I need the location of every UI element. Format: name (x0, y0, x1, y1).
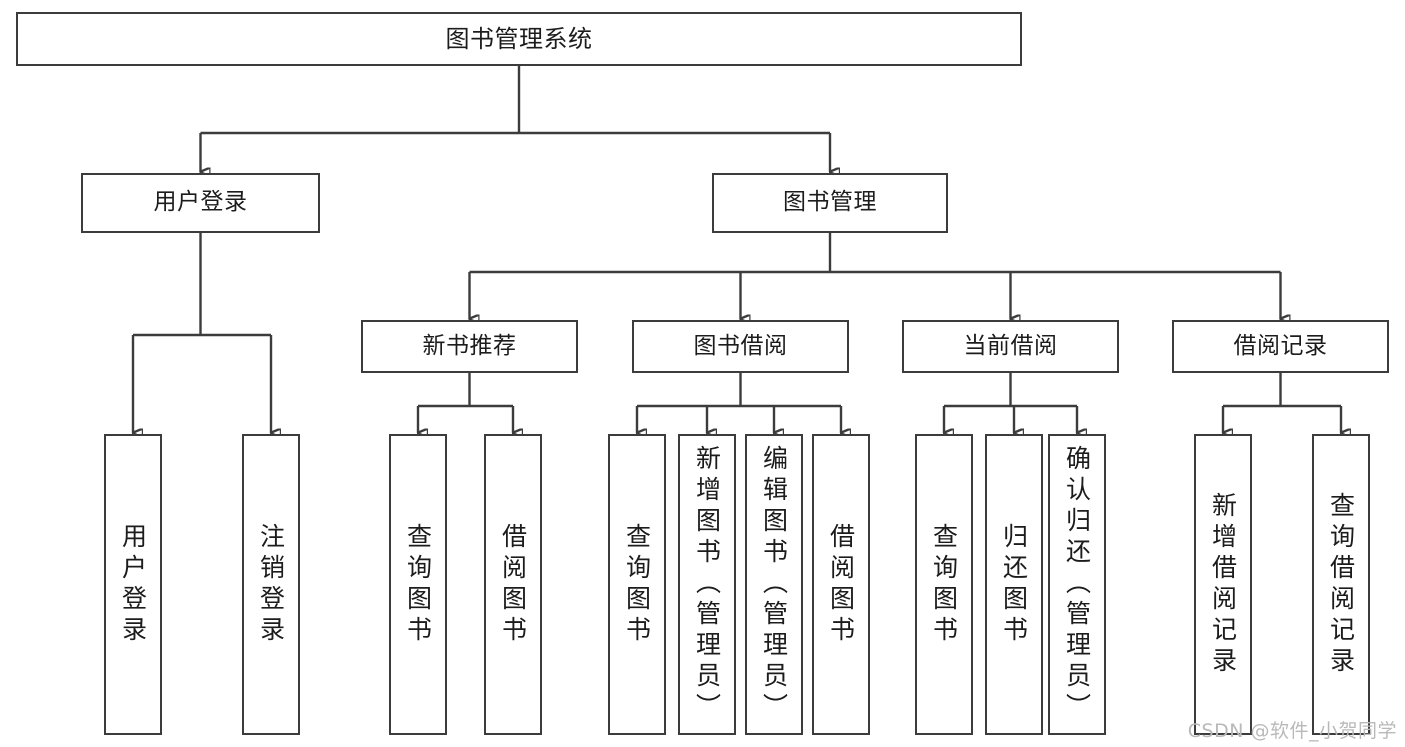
node-label: 用户登录 (118, 522, 148, 647)
node-current-borrow[interactable]: 当前借阅 (902, 320, 1119, 373)
node-new-book-rec[interactable]: 新书推荐 (361, 320, 578, 373)
node-label: 查询图书 (929, 522, 959, 647)
node-label: 图书管理 (783, 189, 877, 216)
node-leaf-query-book-3[interactable]: 查询图书 (915, 434, 973, 735)
node-leaf-edit-book[interactable]: 编辑图书（管理员） (745, 434, 803, 735)
node-leaf-add-book[interactable]: 新增图书（管理员） (678, 434, 736, 735)
node-label: 图书借阅 (693, 332, 788, 359)
node-leaf-borrow-book-1[interactable]: 借阅图书 (484, 434, 542, 735)
node-leaf-borrow-book-2[interactable]: 借阅图书 (812, 434, 870, 735)
node-borrow-records[interactable]: 借阅记录 (1172, 320, 1389, 373)
node-book-borrow[interactable]: 图书借阅 (632, 320, 849, 373)
node-label: 查询图书 (622, 522, 652, 647)
node-label: 借阅记录 (1233, 332, 1328, 359)
node-label-wrap: 归还图书 (987, 436, 1041, 733)
node-label: 当前借阅 (963, 332, 1058, 359)
node-leaf-user-logout[interactable]: 注销登录 (242, 434, 300, 735)
node-label-wrap: 查询图书 (391, 436, 445, 733)
node-leaf-query-record[interactable]: 查询借阅记录 (1312, 434, 1370, 735)
node-label-wrap: 确认归还（管理员） (1050, 436, 1104, 733)
node-label: 新增图书（管理员） (692, 445, 722, 724)
node-label: 新增借阅记录 (1208, 491, 1238, 678)
node-book-admin[interactable]: 图书管理 (712, 173, 948, 233)
node-label: 编辑图书（管理员） (759, 445, 789, 724)
node-leaf-query-book-2[interactable]: 查询图书 (608, 434, 666, 735)
node-label-wrap: 借阅图书 (486, 436, 540, 733)
node-label: 用户登录 (153, 189, 248, 216)
node-label: 新书推荐 (422, 332, 517, 359)
node-label: 查询图书 (403, 522, 433, 647)
node-label-wrap: 新增借阅记录 (1196, 436, 1250, 733)
node-user-login[interactable]: 用户登录 (81, 173, 320, 233)
node-label: 查询借阅记录 (1326, 491, 1356, 678)
node-leaf-confirm-return[interactable]: 确认归还（管理员） (1048, 434, 1106, 735)
node-label: 借阅图书 (826, 522, 856, 647)
node-label: 借阅图书 (498, 522, 528, 647)
node-label-wrap: 查询图书 (610, 436, 664, 733)
node-label-wrap: 查询图书 (917, 436, 971, 733)
node-leaf-return-book[interactable]: 归还图书 (985, 434, 1043, 735)
node-label-wrap: 编辑图书（管理员） (747, 436, 801, 733)
node-label-wrap: 查询借阅记录 (1314, 436, 1368, 733)
node-label-wrap: 注销登录 (244, 436, 298, 733)
watermark-text: CSDN @软件_小贺同学 (1187, 720, 1397, 742)
node-leaf-query-book-1[interactable]: 查询图书 (389, 434, 447, 735)
node-label: 图书管理系统 (445, 24, 593, 53)
node-label: 确认归还（管理员） (1062, 445, 1092, 724)
node-label-wrap: 用户登录 (106, 436, 160, 733)
node-label-wrap: 借阅图书 (814, 436, 868, 733)
node-leaf-add-record[interactable]: 新增借阅记录 (1194, 434, 1252, 735)
node-leaf-user-login[interactable]: 用户登录 (104, 434, 162, 735)
node-label-wrap: 新增图书（管理员） (680, 436, 734, 733)
node-label: 归还图书 (999, 522, 1029, 647)
node-label: 注销登录 (256, 522, 286, 647)
node-root[interactable]: 图书管理系统 (16, 12, 1022, 66)
